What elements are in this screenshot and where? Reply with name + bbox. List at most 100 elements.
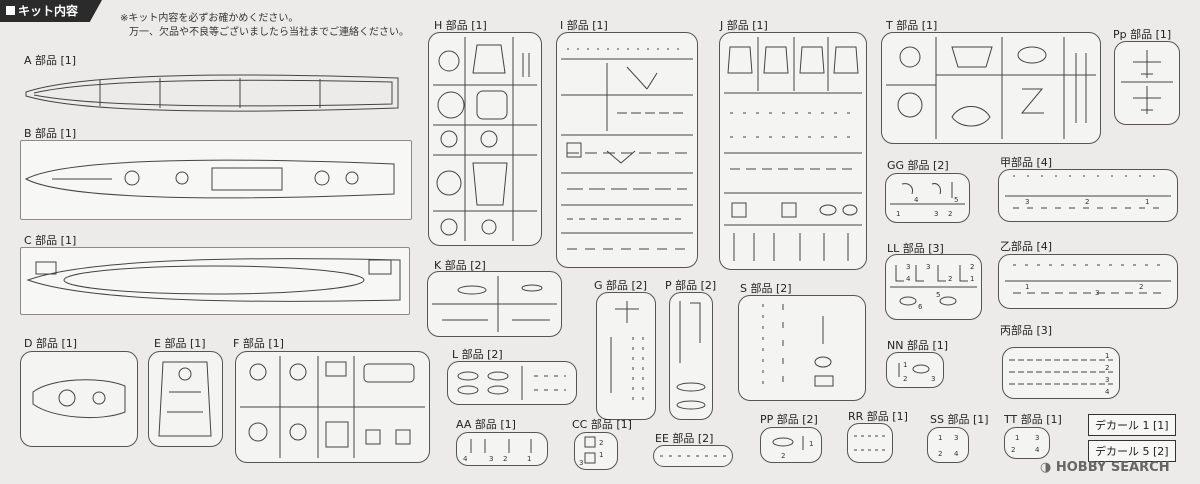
sprue-i xyxy=(556,32,698,268)
otsu-num-2: 2 xyxy=(1139,283,1143,291)
gg-num-0: 4 xyxy=(914,196,919,204)
nn-num-1: 2 xyxy=(903,375,907,383)
aa-num-0: 4 xyxy=(463,455,468,463)
sprue-gg: 4 5 1 3 2 xyxy=(885,173,970,223)
part-cc-parts: 2 1 3 xyxy=(579,436,603,467)
sprue-e xyxy=(148,351,223,447)
part-e-superstructure xyxy=(158,361,212,437)
ss-num-2: 2 xyxy=(938,450,942,458)
pp-num-0: 2 xyxy=(781,452,785,460)
hobby-search-watermark: ◑ HOBBY SEARCH xyxy=(1040,460,1170,475)
part-c-lower-hull xyxy=(26,258,401,302)
pp-num-1: 1 xyxy=(809,440,813,448)
part-ll-parts: 3 4 3 2 2 1 6 5 xyxy=(890,263,977,311)
sprue-cc: 2 1 3 xyxy=(574,432,618,470)
ll-num-7: 5 xyxy=(936,291,940,299)
ss-num-1: 3 xyxy=(954,434,958,442)
tt-num-2: 2 xyxy=(1011,446,1015,454)
sprue-t xyxy=(881,32,1101,144)
gg-num-1: 5 xyxy=(954,196,958,204)
part-p-parts xyxy=(676,301,706,410)
ll-num-1: 4 xyxy=(906,275,911,283)
sprue-k xyxy=(427,271,562,337)
sprue-j xyxy=(719,32,867,270)
kou-num-1: 2 xyxy=(1085,198,1089,206)
decal-5-box: デカール 5 [2] xyxy=(1088,440,1176,462)
gg-num-3: 3 xyxy=(934,210,938,218)
part-nn-parts: 1 2 3 xyxy=(898,361,935,383)
hei-num-3: 4 xyxy=(1105,388,1110,396)
kou-num-0: 3 xyxy=(1025,198,1029,206)
part-g-parts xyxy=(610,301,644,403)
part-label-k: K 部品 [2] xyxy=(434,259,486,272)
aa-num-1: 3 xyxy=(489,455,493,463)
sprue-hei: 1 2 3 4 xyxy=(1002,347,1120,399)
part-label-d: D 部品 [1] xyxy=(24,337,78,350)
aa-num-2: 2 xyxy=(503,455,507,463)
part-label-l: L 部品 [2] xyxy=(452,348,503,361)
part-j-parts xyxy=(724,37,862,261)
part-pp-aircraft xyxy=(1121,50,1173,114)
note-line-2: 万一、欠品や不良等ございましたら当社までご連絡ください。 xyxy=(129,27,409,38)
part-l-parts xyxy=(457,366,566,400)
cc-num-0: 2 xyxy=(599,439,603,447)
part-label-kou: 甲部品 [4] xyxy=(1000,156,1053,169)
part-label-p: P 部品 [2] xyxy=(665,279,717,292)
part-label-pp: PP 部品 [2] xyxy=(760,413,818,426)
nn-num-0: 1 xyxy=(903,361,907,369)
sprue-kou: 3 2 1 xyxy=(998,169,1178,222)
sprue-tt: 1 3 2 4 xyxy=(1004,427,1050,459)
part-label-tt: TT 部品 [1] xyxy=(1004,413,1062,426)
ll-num-3: 2 xyxy=(948,275,952,283)
hei-num-1: 2 xyxy=(1105,364,1109,372)
aa-num-3: 1 xyxy=(527,455,531,463)
part-label-t: T 部品 [1] xyxy=(886,19,938,32)
sprue-pp: 2 1 xyxy=(760,427,822,463)
part-label-ee: EE 部品 [2] xyxy=(655,432,714,445)
part-k-parts xyxy=(432,276,557,332)
sprue-f xyxy=(235,351,430,463)
part-label-nn: NN 部品 [1] xyxy=(887,339,949,352)
sprue-ll: 3 4 3 2 2 1 6 5 xyxy=(885,254,982,320)
part-label-rr: RR 部品 [1] xyxy=(848,410,908,423)
part-label-gg: GG 部品 [2] xyxy=(887,159,949,172)
part-label-a: A 部品 [1] xyxy=(24,54,77,67)
part-label-ss: SS 部品 [1] xyxy=(930,413,989,426)
ll-num-5: 1 xyxy=(970,275,974,283)
part-c-frame xyxy=(20,247,410,315)
part-label-otsu: 乙部品 [4] xyxy=(1000,240,1053,253)
part-aa-parts: 4 3 2 1 xyxy=(463,439,532,463)
hei-num-0: 1 xyxy=(1105,352,1109,360)
nn-num-2: 3 xyxy=(931,375,935,383)
part-s-parts xyxy=(762,304,834,392)
sprue-p xyxy=(669,292,713,420)
ll-num-6: 6 xyxy=(918,303,923,311)
ss-num-0: 1 xyxy=(938,434,942,442)
part-b-deck xyxy=(24,159,395,199)
ss-num-3: 4 xyxy=(954,450,959,458)
part-label-c: C 部品 [1] xyxy=(24,234,77,247)
part-label-ll: LL 部品 [3] xyxy=(887,242,944,255)
part-ss-parts: 1 3 2 4 xyxy=(938,434,959,458)
sprue-otsu: 1 3 2 xyxy=(998,254,1178,309)
kit-contents-notes: ※キット内容を必ずお確かめください。 万一、欠品や不良等ございましたら当社までご… xyxy=(120,12,409,40)
part-label-f: F 部品 [1] xyxy=(233,337,284,350)
part-i-parts xyxy=(561,48,693,250)
part-label-i: I 部品 [1] xyxy=(560,19,608,32)
hei-num-2: 3 xyxy=(1105,376,1109,384)
part-label-e: E 部品 [1] xyxy=(154,337,206,350)
part-label-j: J 部品 [1] xyxy=(720,19,768,32)
part-ee-parts xyxy=(660,455,726,457)
part-t-parts xyxy=(886,37,1096,139)
part-kou-parts: 3 2 1 xyxy=(1005,175,1171,209)
sprue-h xyxy=(428,32,542,246)
gg-num-2: 1 xyxy=(896,210,900,218)
part-label-aa: AA 部品 [1] xyxy=(456,418,516,431)
sprue-ee xyxy=(653,445,733,467)
part-h-parts xyxy=(433,37,537,241)
part-f-parts xyxy=(240,356,425,458)
kou-num-2: 1 xyxy=(1145,198,1149,206)
ll-num-4: 2 xyxy=(970,263,974,271)
gg-num-4: 2 xyxy=(948,210,952,218)
sprue-l xyxy=(447,361,577,405)
